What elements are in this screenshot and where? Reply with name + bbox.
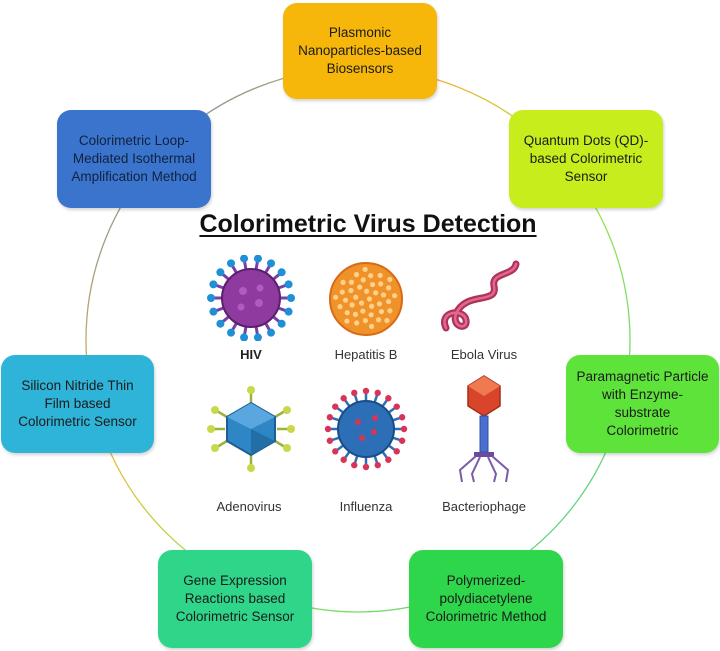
hepatitis-b-icon: [329, 262, 403, 336]
virus-label-adenovirus: Adenovirus: [216, 499, 282, 514]
method-gene-expression: Gene Expression Reactions based Colorime…: [158, 550, 312, 648]
virus-label-bacteriophage: Bacteriophage: [442, 499, 526, 514]
hiv-icon: [207, 255, 295, 341]
method-plasmonic-nanoparticles: Plasmonic Nanoparticles-based Biosensors: [283, 3, 437, 99]
method-quantum-dots: Quantum Dots (QD)- based Colorimetric Se…: [509, 110, 663, 208]
virus-label-ebola-virus: Ebola Virus: [450, 347, 518, 362]
virus-label-influenza: Influenza: [339, 499, 393, 514]
method-polydiacetylene: Polymerized- polydiacetylene Colorimetri…: [409, 550, 563, 648]
bacteriophage-icon: [458, 375, 510, 483]
virus-label-hepatitis-b: Hepatitis B: [334, 347, 398, 362]
method-silicon-nitride: Silicon Nitride Thin Film based Colorime…: [1, 355, 154, 453]
ebola-virus-icon: [441, 260, 520, 332]
diagram-title: Colorimetric Virus Detection: [199, 210, 537, 238]
influenza-icon: [324, 387, 408, 471]
method-lamp: Colorimetric Loop- Mediated Isothermal A…: [57, 110, 211, 208]
method-paramagnetic-particle: Paramagnetic Particle with Enzyme- subst…: [566, 355, 719, 453]
virus-label-hiv: HIV: [240, 347, 262, 362]
adenovirus-icon: [207, 386, 295, 472]
